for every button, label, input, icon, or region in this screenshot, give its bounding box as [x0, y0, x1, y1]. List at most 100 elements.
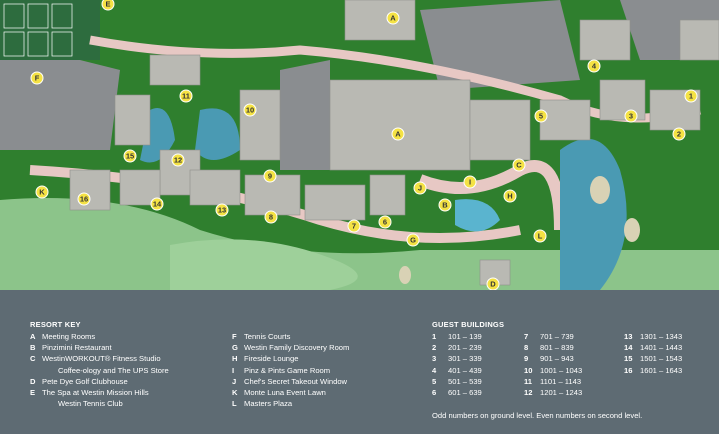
resort-key-label: Tennis Courts — [244, 332, 291, 341]
marker-label: 3 — [629, 112, 633, 121]
resort-key-letter: D — [30, 376, 36, 386]
guest-building-number: 13 — [624, 332, 633, 341]
resort-key-letter: L — [232, 399, 237, 409]
marker-label: F — [35, 74, 40, 83]
resort-key-letter: K — [232, 388, 238, 397]
bunker — [590, 176, 610, 204]
marker-label: 2 — [677, 130, 681, 139]
resort-key-title: RESORT KEY — [30, 320, 81, 329]
marker-label: L — [538, 232, 543, 241]
marker-circle — [30, 71, 44, 85]
guest-building-7 — [304, 184, 366, 221]
resort-key-label: Fireside Lounge — [244, 354, 299, 364]
guest-building-range: 201 – 239 — [448, 343, 482, 353]
map-marker-i: I — [463, 175, 477, 189]
guest-building-number: 3 — [432, 354, 437, 364]
guest-building-row: 13 1301 – 1343 — [624, 332, 682, 341]
marker-circle — [35, 185, 49, 199]
lake — [560, 138, 627, 290]
marker-label: D — [490, 280, 496, 289]
marker-label: G — [410, 236, 416, 245]
resort-key-label: Pinz & Pints Game Room — [244, 365, 331, 375]
marker-label: 7 — [352, 222, 356, 231]
marker-circle — [413, 181, 427, 195]
resort-key-row: F Tennis Courts — [232, 332, 290, 341]
level-note: Odd numbers on ground level. Even number… — [432, 411, 643, 420]
marker-circle — [386, 11, 400, 25]
bunker — [624, 218, 640, 242]
guest-building-11 — [149, 54, 201, 86]
marker-label: 6 — [383, 218, 387, 227]
marker-circle — [150, 197, 164, 211]
resort-key-letter: H — [232, 354, 238, 364]
guest-building-number: 5 — [432, 376, 437, 386]
guest-building-number: 7 — [524, 332, 529, 341]
guest-building-range: 1101 – 1143 — [540, 376, 582, 386]
guest-building-range: 901 – 943 — [540, 354, 574, 364]
map-marker-b11: 11 — [179, 89, 193, 103]
marker-label: 16 — [80, 195, 88, 204]
guest-building-range: 1601 – 1643 — [640, 365, 683, 375]
marker-label: B — [442, 201, 448, 210]
map-marker-b8: 8 — [264, 210, 278, 224]
guest-building-2 — [679, 19, 719, 61]
guest-building-range: 1301 – 1343 — [640, 332, 683, 341]
resort-key-letter: A — [30, 332, 36, 341]
map-marker-f: F — [30, 71, 44, 85]
guest-building-range: 301 – 339 — [448, 354, 482, 364]
marker-circle — [463, 175, 477, 189]
resort-key-label: Westin Family Discovery Room — [244, 343, 350, 353]
marker-circle — [391, 127, 405, 141]
guest-building-row: 9 901 – 943 — [524, 354, 574, 363]
map-marker-b12: 12 — [171, 153, 185, 167]
building-north — [344, 0, 416, 41]
resort-key-letter: G — [232, 343, 238, 353]
map-marker-j: J — [413, 181, 427, 195]
resort-key-label: Pete Dye Golf Clubhouse — [42, 376, 128, 386]
marker-label: A — [395, 130, 401, 139]
bunker — [399, 266, 411, 284]
guest-building-6 — [369, 174, 406, 216]
buildings — [69, 0, 719, 286]
marker-label: 8 — [269, 213, 273, 222]
parking-lot-west — [0, 40, 120, 150]
guest-building-number: 9 — [524, 354, 529, 364]
map-marker-k: K — [35, 185, 49, 199]
guest-building-row: 6 601 – 639 — [432, 388, 482, 397]
resort-key-letter: F — [232, 332, 237, 341]
guest-building-16 — [69, 169, 111, 211]
resort-key-row: Westin Tennis Club — [30, 399, 123, 408]
guest-building-15 — [114, 94, 151, 146]
guest-building-range: 101 – 139 — [448, 332, 482, 341]
marker-circle — [264, 210, 278, 224]
guest-building-range: 701 – 739 — [540, 332, 574, 341]
guest-building-range: 601 – 639 — [448, 388, 482, 397]
marker-label: C — [516, 161, 522, 170]
resort-key-row: D Pete Dye Golf Clubhouse — [30, 377, 128, 386]
map-marker-b13: 13 — [215, 203, 229, 217]
guest-building-range: 801 – 839 — [540, 343, 574, 353]
marker-circle — [406, 233, 420, 247]
guest-building-number: 8 — [524, 343, 529, 353]
resort-key-label: Westin Tennis Club — [58, 399, 123, 409]
marker-label: 9 — [268, 172, 272, 181]
map-marker-b14: 14 — [150, 197, 164, 211]
guest-building-range: 1201 – 1243 — [540, 388, 583, 397]
resort-key-label: Meeting Rooms — [42, 332, 96, 341]
resort-key-label: Chef's Secret Takeout Window — [244, 376, 348, 386]
marker-circle — [587, 59, 601, 73]
tennis-courts-area — [0, 0, 100, 60]
guest-building-number: 4 — [432, 365, 437, 375]
marker-label: 14 — [153, 200, 162, 209]
guest-building-3 — [599, 79, 646, 121]
guest-building-number: 6 — [432, 388, 437, 397]
marker-label: I — [469, 178, 471, 187]
resort-key-row: G Westin Family Discovery Room — [232, 343, 349, 352]
resort-key-label: The Spa at Westin Mission Hills — [42, 388, 149, 397]
guest-building-13 — [189, 169, 241, 206]
